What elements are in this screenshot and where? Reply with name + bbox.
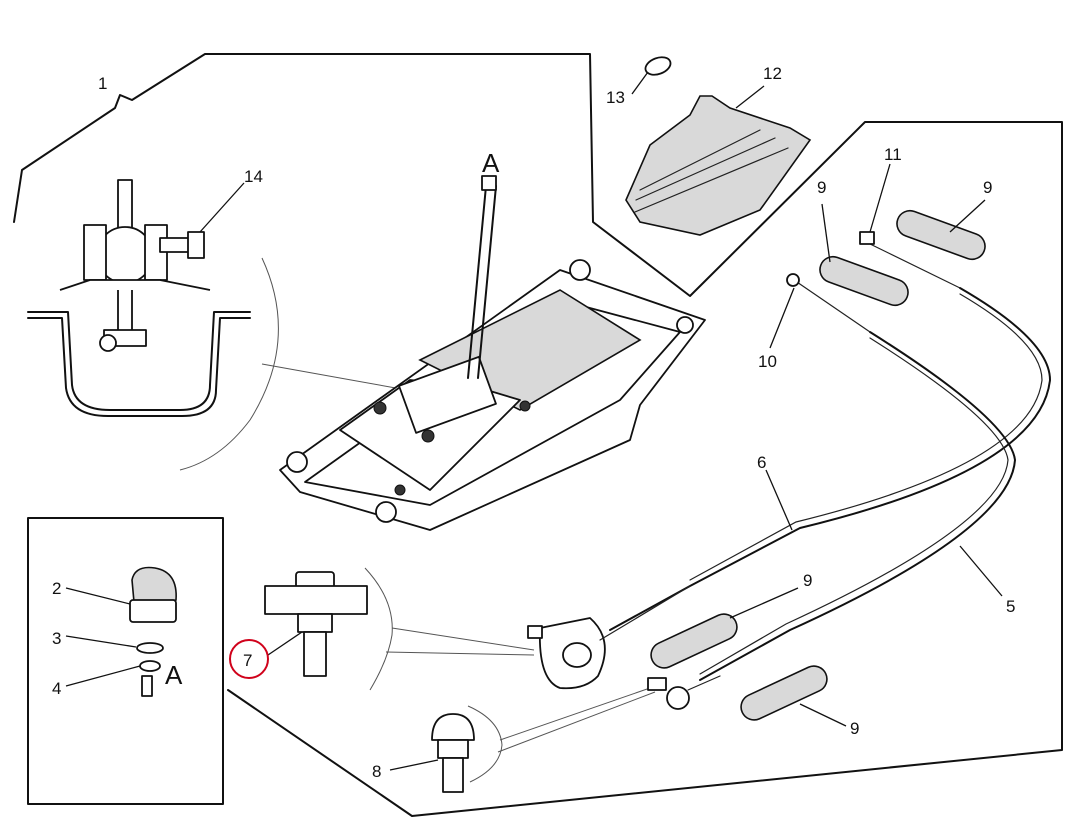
callout-label-12: 12: [763, 64, 782, 83]
callout-label-3: 3: [52, 629, 61, 648]
callout-label-8: 8: [372, 762, 381, 781]
ball-joint-end: [647, 675, 721, 710]
detail-8-pointer-top: [499, 687, 651, 741]
detail-7-pointer-top: [391, 627, 535, 651]
nut-4: [139, 660, 161, 672]
callout-label-14: 14: [244, 167, 263, 186]
cable-6: [609, 287, 1051, 631]
bolt-4: [141, 675, 153, 697]
part-8-detail: [431, 713, 475, 793]
detail-7-callout-arc: [364, 567, 393, 691]
detail-letter-top: A: [482, 148, 500, 178]
shift-knob-2: [129, 566, 177, 623]
eye-end-assembled: [527, 585, 691, 690]
callout-label-4: 4: [52, 679, 61, 698]
detail-8-callout-arc: [467, 705, 503, 783]
detail-14-callout-arc: [179, 257, 279, 471]
leader-lines: [65, 71, 1003, 771]
callout-label-11: 11: [884, 145, 902, 164]
gear-shift-base: [279, 175, 706, 531]
callout-label-10: 10: [758, 352, 777, 371]
cable-end-11: [859, 231, 875, 245]
highlight-circle-7: [229, 639, 269, 679]
bellows-9-top-right: [896, 209, 986, 261]
cable-5-inner: [699, 337, 1009, 675]
part-7-detail: [264, 571, 368, 677]
detail-14-pointer: [261, 363, 419, 393]
callout-label-9-top-right: 9: [983, 178, 992, 197]
callout-label-1: 1: [98, 74, 107, 93]
bellows-9-lower-left: [650, 613, 738, 669]
callout-label-6: 6: [757, 453, 766, 472]
callout-label-5: 5: [1006, 597, 1015, 616]
callout-label-13: 13: [606, 88, 625, 107]
detail-8-pointer-bottom: [497, 691, 656, 753]
washer-3: [136, 642, 164, 654]
cable-6-inner: [689, 293, 1043, 581]
bellows-9-lower-right: [740, 665, 828, 721]
bellows-9-upper-mid: [819, 255, 909, 307]
callout-label-2: 2: [52, 579, 61, 598]
cable-5: [699, 331, 1016, 681]
callout-label-9-upper-mid: 9: [817, 178, 826, 197]
cable-end-10: [786, 273, 800, 287]
callout-label-7: 7: [243, 651, 252, 670]
detail-letter-inset: A: [165, 660, 183, 690]
lever-mount-section: [27, 179, 251, 417]
callout-label-9-lower-left: 9: [803, 571, 812, 590]
gaiter-boot: [625, 95, 812, 236]
detail-7-pointer-bottom: [385, 651, 535, 656]
ring-13: [644, 56, 672, 76]
assembly-outline: [13, 53, 1063, 817]
callout-label-9-lower-right: 9: [850, 719, 859, 738]
cable-5-rod: [793, 279, 871, 333]
cable-6-rod: [865, 241, 961, 289]
inset-box: [27, 517, 224, 805]
